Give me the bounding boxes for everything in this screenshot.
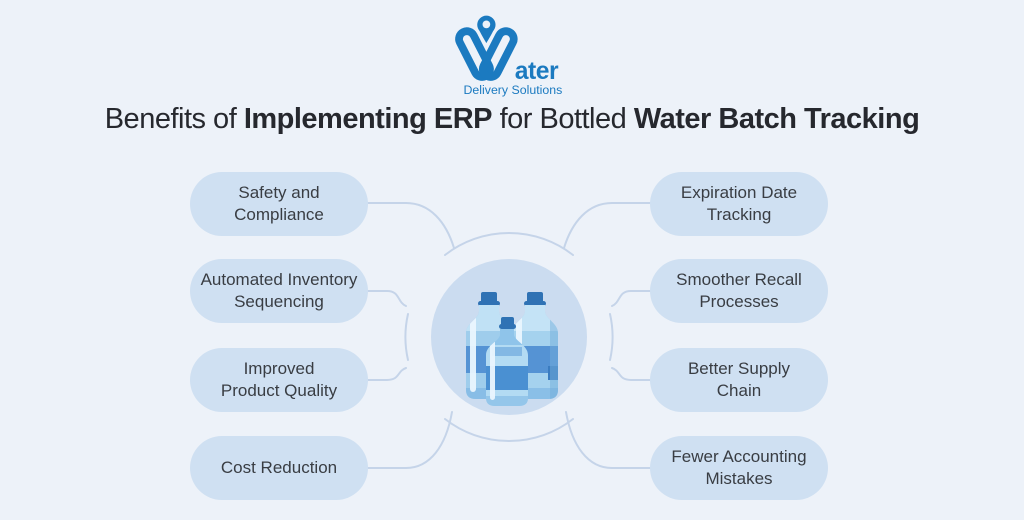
title-segment: for Bottled xyxy=(492,103,634,135)
connector-expiration-date xyxy=(563,202,652,249)
ring-arcs xyxy=(404,232,614,442)
benefit-pill-improved-product-quality: Improved Product Quality xyxy=(190,348,368,412)
water-logo-graphic: ater Delivery Solutions xyxy=(455,15,563,97)
benefit-line: Product Quality xyxy=(220,381,338,400)
page-title: Benefits of Implementing ERP for Bottled… xyxy=(0,100,1024,138)
benefit-pill-fewer-accounting-mistakes: Fewer Accounting Mistakes xyxy=(650,436,828,500)
logo-wordmark-suffix: ater xyxy=(515,58,559,85)
benefit-line: Automated Inventory xyxy=(200,269,358,289)
benefit-line: Better Supply xyxy=(687,358,791,378)
w-loops-icon xyxy=(455,27,518,81)
benefit-line: Chain xyxy=(716,381,762,400)
connector-smoother-recall xyxy=(611,290,652,307)
connector-automated-inventory xyxy=(366,290,407,307)
benefit-line: Cost Reduction xyxy=(220,457,338,477)
benefit-line: Mistakes xyxy=(705,469,773,488)
ring-arc-right xyxy=(609,313,614,361)
water-bottles-illustration xyxy=(466,292,558,406)
benefit-pill-smoother-recall-processes: Smoother Recall Processes xyxy=(650,259,828,323)
benefit-line: Tracking xyxy=(706,205,772,224)
logo-tagline: Delivery Solutions xyxy=(464,83,563,97)
title-segment-bold: Water Batch Tracking xyxy=(633,103,920,135)
connector-safety xyxy=(366,202,455,249)
ring-arc-left xyxy=(404,313,409,361)
benefit-pill-expiration-date-tracking: Expiration Date Tracking xyxy=(650,172,828,236)
benefit-pill-automated-inventory-sequencing: Automated Inventory Sequencing xyxy=(190,259,368,323)
benefit-pill-safety-and-compliance: Safety and Compliance xyxy=(190,172,368,236)
title-segment-bold: Implementing ERP xyxy=(243,103,493,135)
water-delivery-solutions-logo: ater Delivery Solutions xyxy=(442,12,582,98)
benefit-line: Fewer Accounting xyxy=(671,446,807,466)
benefit-line: Processes xyxy=(699,292,779,311)
benefit-line: Improved xyxy=(243,358,315,378)
benefit-line: Safety and xyxy=(238,182,320,202)
benefit-pill-better-supply-chain: Better Supply Chain xyxy=(650,348,828,412)
benefit-line: Sequencing xyxy=(234,292,324,311)
benefit-line: Smoother Recall xyxy=(676,269,802,289)
location-pin-icon xyxy=(477,15,496,44)
connector-improved-quality xyxy=(366,367,407,381)
benefit-line: Compliance xyxy=(234,205,324,224)
ring-arc-bottom xyxy=(444,418,574,442)
connector-better-supply xyxy=(611,367,652,381)
connector-fewer-mistakes xyxy=(565,411,652,469)
ring-arc-top xyxy=(444,232,574,256)
benefit-pill-cost-reduction: Cost Reduction xyxy=(190,436,368,500)
connector-lines xyxy=(366,202,652,469)
title-segment: Benefits of xyxy=(104,103,244,135)
connector-cost-reduction xyxy=(366,411,453,469)
benefit-line: Expiration Date xyxy=(680,182,798,202)
